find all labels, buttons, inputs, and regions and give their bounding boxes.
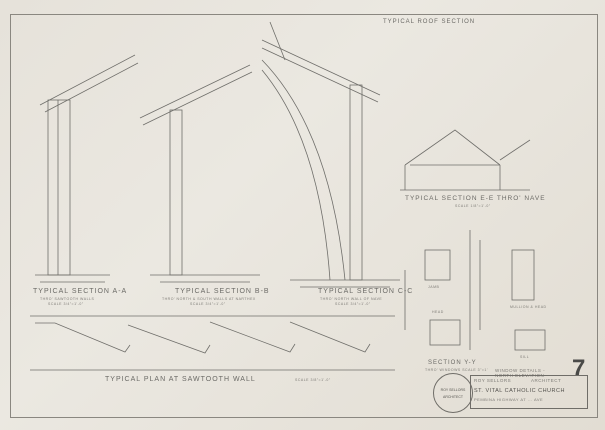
section-aa-subtitle: THRO' SAWTOOTH WALLS (40, 297, 95, 301)
sheet-border (10, 14, 598, 418)
plan-title: TYPICAL PLAN AT SAWTOOTH WALL (105, 376, 256, 383)
section-bb-drawing (139, 64, 260, 283)
roof-section-title: TYPICAL ROOF SECTION (383, 19, 476, 25)
stamp-line1: ROY SELLORS (440, 388, 466, 392)
architect-stamp: ROY SELLORS ARCHITECT (433, 373, 473, 413)
section-ee-scale: SCALE 1/8"=1'-0" (455, 204, 491, 208)
section-aa-drawing (35, 54, 139, 283)
project-name: ST. VITAL CATHOLIC CHURCH (474, 388, 565, 394)
stamp-line2: ARCHITECT (442, 395, 464, 399)
project-location: PEMBINA HIGHWAY AT ... AVE (474, 397, 544, 402)
section-ee-drawing (400, 129, 531, 191)
plan-scale: SCALE 3/8"=1'-0" (295, 378, 331, 382)
title-block: ROY SELLORS ARCHITECT ST. VITAL CATHOLIC… (470, 375, 588, 409)
section-aa-scale: SCALE 3/4"=1'-0" (48, 302, 84, 306)
section-bb-title: TYPICAL SECTION B-B (175, 288, 270, 295)
section-cc-title: TYPICAL SECTION C-C (318, 288, 414, 295)
section-cc-drawing (261, 21, 400, 288)
section-cc-subtitle: THRO' NORTH WALL OF NAVE (320, 297, 383, 301)
section-bb-subtitle: THRO' NORTH & SOUTH WALLS AT NARTHEX (162, 297, 256, 301)
section-ee-title: TYPICAL SECTION E-E THRO' NAVE (405, 195, 546, 202)
section-cc-scale: SCALE 3/4"=1'-0" (335, 302, 371, 306)
section-yy-title: SECTION Y-Y (428, 360, 477, 366)
mullion-label: MULLION & HEAD (510, 305, 547, 309)
plan-sawtooth-drawing (30, 315, 395, 371)
jamb-label: JAMB (428, 285, 440, 289)
architect-role: ARCHITECT (531, 378, 562, 383)
head-label: HEAD (432, 310, 444, 314)
sill-label: SILL (520, 355, 530, 359)
section-aa-title: TYPICAL SECTION A-A (33, 288, 128, 295)
architect-name: ROY SELLORS (474, 378, 512, 383)
section-bb-scale: SCALE 3/4"=1'-0" (190, 302, 226, 306)
window-details-drawing (404, 230, 546, 351)
section-yy-subtitle: THRO' WINDOWS SCALE 3"=1' (425, 368, 489, 372)
window-details-title: WINDOW DETAILS - (495, 368, 546, 373)
